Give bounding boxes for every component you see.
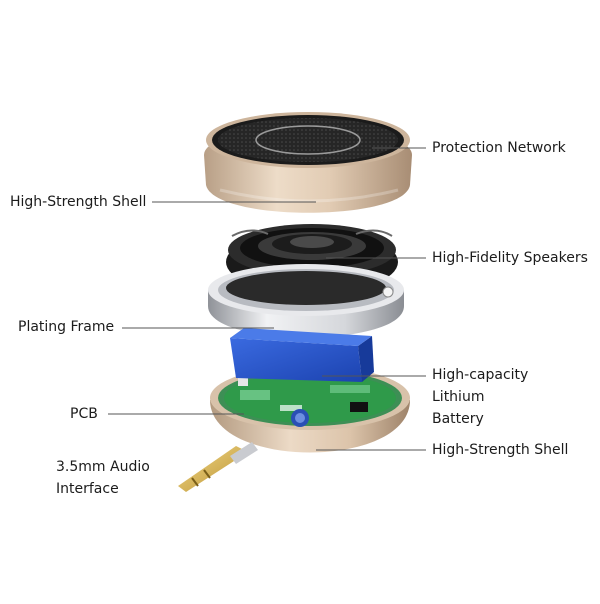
plating-frame — [208, 264, 404, 338]
top-shell — [204, 112, 412, 213]
label-battery-line2: Battery — [432, 411, 484, 427]
label-protection-network: Protection Network — [432, 140, 566, 156]
label-high-fidelity-speakers: High-Fidelity Speakers — [432, 250, 588, 266]
label-audio-interface: 3.5mm Audio Interface — [56, 456, 206, 500]
audio-plug — [178, 442, 258, 492]
label-plating-frame: Plating Frame — [18, 319, 115, 335]
label-shell-top: High-Strength Shell — [10, 194, 147, 210]
bottom-shell — [210, 366, 410, 453]
label-audio-line1: 3.5mm Audio — [56, 459, 150, 475]
label-pcb: PCB — [70, 406, 98, 422]
label-battery-line1: High-capacity Lithium — [432, 367, 529, 405]
label-battery: High-capacity Lithium Battery — [432, 364, 582, 430]
label-shell-bottom: High-Strength Shell — [432, 442, 569, 458]
leader-lines — [108, 147, 426, 451]
lithium-battery — [230, 328, 374, 382]
label-audio-line2: Interface — [56, 481, 119, 497]
pcb-board — [224, 373, 396, 427]
